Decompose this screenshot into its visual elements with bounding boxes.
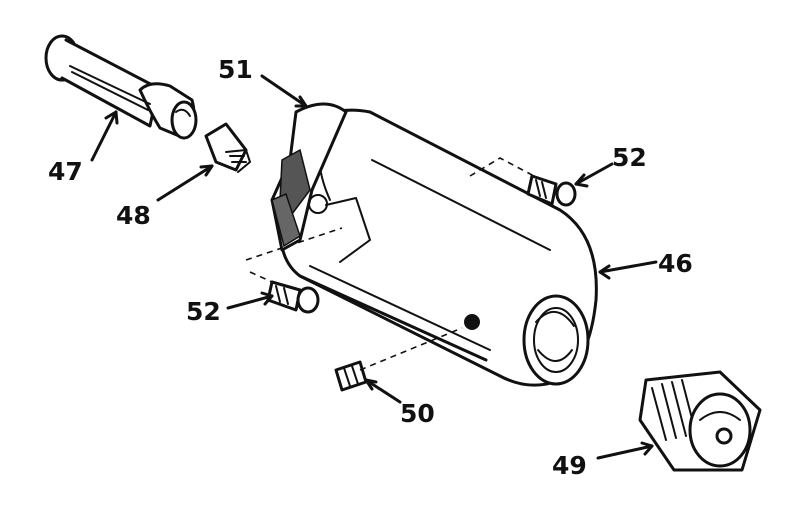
part-52-upper-screw [526,174,577,207]
part-46-housing [278,108,598,387]
label-49: 49 [552,451,587,480]
label-52-upper: 52 [612,143,647,172]
assembly-lines [245,157,535,371]
part-48-fitting [204,122,251,173]
label-52-lower: 52 [186,297,221,326]
part-50-set-screw [334,360,368,392]
label-46: 46 [658,249,693,278]
label-50: 50 [400,399,435,428]
part-51-gasket [270,102,348,252]
label-48: 48 [116,201,151,230]
part-49-end-cap [638,370,762,472]
part-47-shaft [44,34,198,140]
label-47: 47 [48,157,83,186]
callout-labels: 47 48 51 52 46 52 50 49 [48,55,693,480]
label-51: 51 [218,55,253,84]
part-52-lower-screw [266,280,320,314]
leader-arrows [90,74,658,460]
